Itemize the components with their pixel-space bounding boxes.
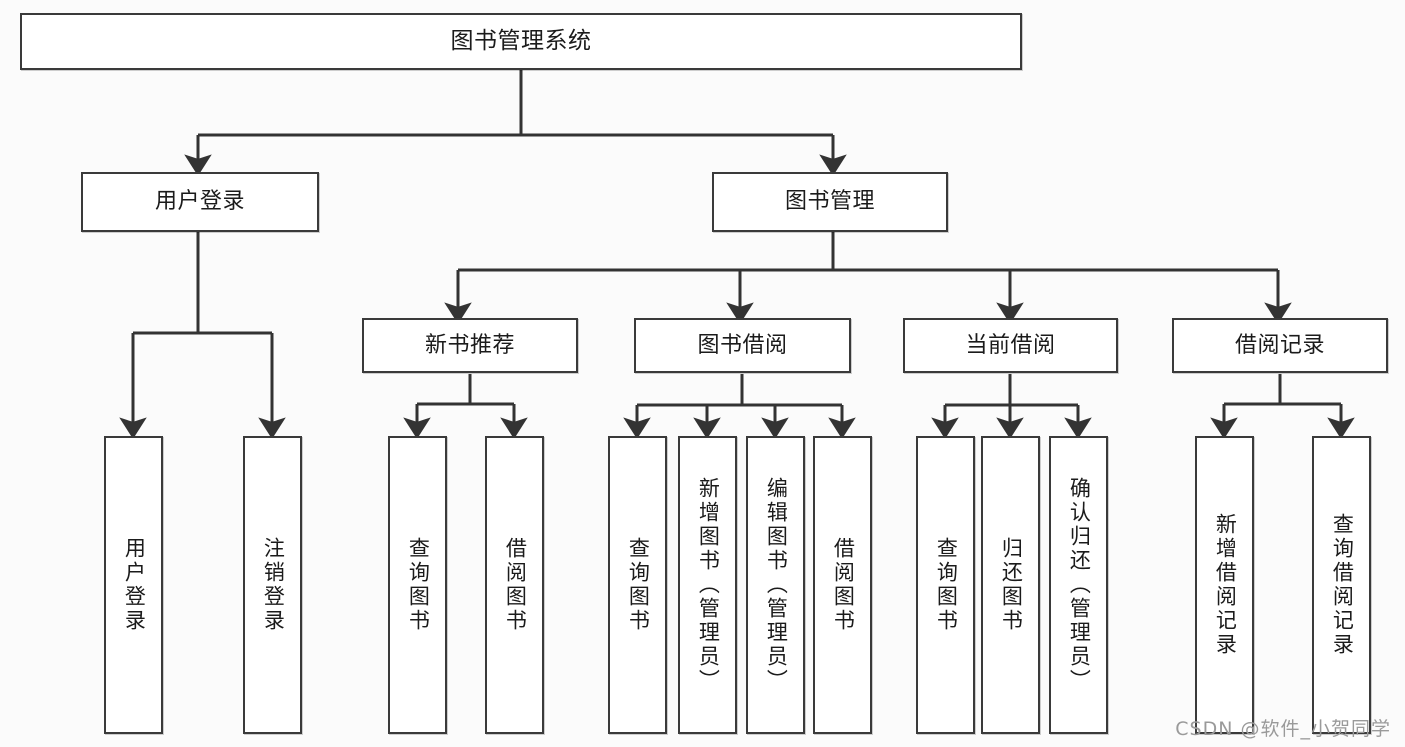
leaf-borrow-query-book[interactable]: 查询图书 <box>608 436 667 734</box>
leaf-user-login-login-label: 用户登录 <box>122 537 147 633</box>
node-book-borrow-label: 图书借阅 <box>697 332 788 358</box>
leaf-records-query-record[interactable]: 查询借阅记录 <box>1312 436 1371 734</box>
leaf-records-add-record-label: 新增借阅记录 <box>1213 513 1238 657</box>
leaf-records-query-record-label: 查询借阅记录 <box>1330 513 1355 657</box>
leaf-borrow-add-book-label: 新增图书（管理员） <box>696 477 721 693</box>
leaf-current-confirm-return-label: 确认归还（管理员） <box>1067 477 1092 693</box>
node-current-borrow[interactable]: 当前借阅 <box>903 318 1118 373</box>
leaf-user-login-logout-label: 注销登录 <box>261 537 286 633</box>
leaf-current-query-book-label: 查询图书 <box>934 537 959 633</box>
leaf-current-query-book[interactable]: 查询图书 <box>916 436 975 734</box>
leaf-current-return-book-label: 归还图书 <box>999 537 1024 633</box>
node-book-management[interactable]: 图书管理 <box>712 172 948 232</box>
leaf-current-return-book[interactable]: 归还图书 <box>981 436 1040 734</box>
node-borrow-records-label: 借阅记录 <box>1234 332 1325 358</box>
leaf-new-book-query[interactable]: 查询图书 <box>388 436 447 734</box>
leaf-user-login-logout[interactable]: 注销登录 <box>243 436 302 734</box>
leaf-borrow-edit-book-label: 编辑图书（管理员） <box>764 477 789 693</box>
leaf-new-book-query-label: 查询图书 <box>406 537 431 633</box>
leaf-current-confirm-return[interactable]: 确认归还（管理员） <box>1049 436 1108 734</box>
leaf-borrow-query-book-label: 查询图书 <box>626 537 651 633</box>
leaf-records-add-record[interactable]: 新增借阅记录 <box>1195 436 1254 734</box>
node-book-borrow[interactable]: 图书借阅 <box>634 318 851 373</box>
leaf-new-book-borrow-label: 借阅图书 <box>503 537 528 633</box>
leaf-borrow-borrow-book[interactable]: 借阅图书 <box>813 436 872 734</box>
node-user-login[interactable]: 用户登录 <box>81 172 319 232</box>
node-current-borrow-label: 当前借阅 <box>965 332 1056 358</box>
node-borrow-records[interactable]: 借阅记录 <box>1172 318 1388 373</box>
leaf-new-book-borrow[interactable]: 借阅图书 <box>485 436 544 734</box>
node-root-system-label: 图书管理系统 <box>450 27 592 54</box>
leaf-borrow-edit-book[interactable]: 编辑图书（管理员） <box>746 436 805 734</box>
leaf-borrow-borrow-book-label: 借阅图书 <box>831 537 856 633</box>
node-root-system[interactable]: 图书管理系统 <box>20 13 1022 70</box>
leaf-user-login-login[interactable]: 用户登录 <box>104 436 163 734</box>
leaf-borrow-add-book[interactable]: 新增图书（管理员） <box>678 436 737 734</box>
node-new-book-recommend-label: 新书推荐 <box>424 332 515 358</box>
node-new-book-recommend[interactable]: 新书推荐 <box>362 318 578 373</box>
node-book-management-label: 图书管理 <box>784 189 875 215</box>
node-user-login-label: 用户登录 <box>154 189 245 215</box>
